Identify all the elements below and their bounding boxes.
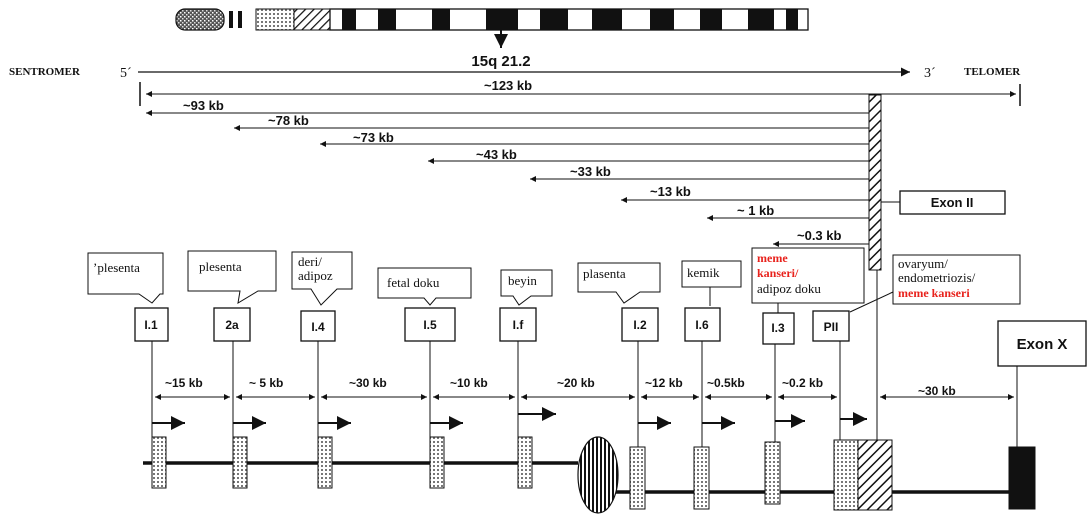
spacing-label: ~15 kb xyxy=(165,376,203,390)
promoter-label: I.2 xyxy=(633,318,647,332)
distance-label: ~0.3 kb xyxy=(797,228,842,243)
promoter-label: I.3 xyxy=(771,321,785,335)
spacing-label: ~10 kb xyxy=(450,376,488,390)
promoter-label: I.f xyxy=(513,318,525,332)
tissue-label: kemik xyxy=(687,265,720,280)
exon-ii-box-track xyxy=(858,440,892,510)
tissue-label: plasenta xyxy=(583,266,626,281)
spacing-label: ~0.2 kb xyxy=(782,376,823,390)
exon-box xyxy=(834,440,858,510)
promoter-label: PII xyxy=(824,320,839,334)
exon-box xyxy=(152,437,166,488)
chromosome-ideogram xyxy=(176,9,808,30)
exon-box xyxy=(430,437,444,488)
band-label: 15q 21.2 xyxy=(471,53,530,70)
distance-label: ~123 kb xyxy=(484,78,532,93)
telomere-label: TELOMER xyxy=(964,66,1021,78)
distance-arrows: ~123 kb ~93 kb ~78 kb ~73 kb ~43 kb ~33 … xyxy=(140,78,1020,244)
distance-label: ~33 kb xyxy=(570,164,611,179)
promoter-label: I.5 xyxy=(423,318,437,332)
exon-box xyxy=(694,447,709,509)
tissue-label: adipoz doku xyxy=(757,281,821,296)
exon-box xyxy=(765,442,780,504)
distance-label: ~ 1 kb xyxy=(737,203,774,218)
exon-box xyxy=(233,437,247,488)
promoter-label: 2a xyxy=(225,318,239,332)
centromere-label: SENTROMER xyxy=(9,66,81,78)
tissue-label: meme kanseri xyxy=(898,286,970,300)
three-prime-label: 3´ xyxy=(924,66,936,81)
five-prime-label: 5´ xyxy=(120,66,132,81)
spacing-label: ~0.5kb xyxy=(707,376,745,390)
gene-track xyxy=(143,437,1035,513)
exon-x-block xyxy=(1009,447,1035,509)
distance-label: ~73 kb xyxy=(353,130,394,145)
exon-ii-column xyxy=(869,95,881,270)
distance-label: ~93 kb xyxy=(183,98,224,113)
transcription-arrows xyxy=(152,414,867,423)
tissue-label: beyin xyxy=(508,273,537,288)
promoter-label: I.6 xyxy=(695,318,709,332)
exon-ii-label: Exon II xyxy=(931,195,974,210)
tissue-label: ovaryum/ xyxy=(898,256,948,271)
tissue-label: endometriozis/ xyxy=(898,270,976,285)
spacing-arrows: ~15 kb ~ 5 kb ~30 kb ~10 kb ~20 kb ~12 k… xyxy=(155,376,1014,398)
promoter-label: I.1 xyxy=(144,318,158,332)
spacing-label: ~12 kb xyxy=(645,376,683,390)
exon-box xyxy=(518,437,532,488)
exon-box xyxy=(630,447,645,509)
tissue-label: ʼplesenta xyxy=(93,260,140,275)
distance-label: ~13 kb xyxy=(650,184,691,199)
tissue-label: meme xyxy=(757,251,788,265)
distance-label: ~78 kb xyxy=(268,113,309,128)
tissue-label: plesenta xyxy=(199,259,242,274)
promoter-label: I.4 xyxy=(311,320,325,334)
tissue-label: kanseri/ xyxy=(757,266,799,280)
intron-marker xyxy=(578,437,618,513)
distance-label: ~43 kb xyxy=(476,147,517,162)
exon-box xyxy=(318,437,332,488)
spacing-label: ~30 kb xyxy=(349,376,387,390)
spacing-label: ~20 kb xyxy=(557,376,595,390)
tissue-label: fetal doku xyxy=(387,275,440,290)
spacing-label: ~ 5 kb xyxy=(249,376,283,390)
tissue-label: deri/ xyxy=(298,254,322,269)
exon-x-label: Exon X xyxy=(1017,336,1068,353)
tissue-label: adipoz xyxy=(298,268,333,283)
spacing-label: ~30 kb xyxy=(918,384,956,398)
